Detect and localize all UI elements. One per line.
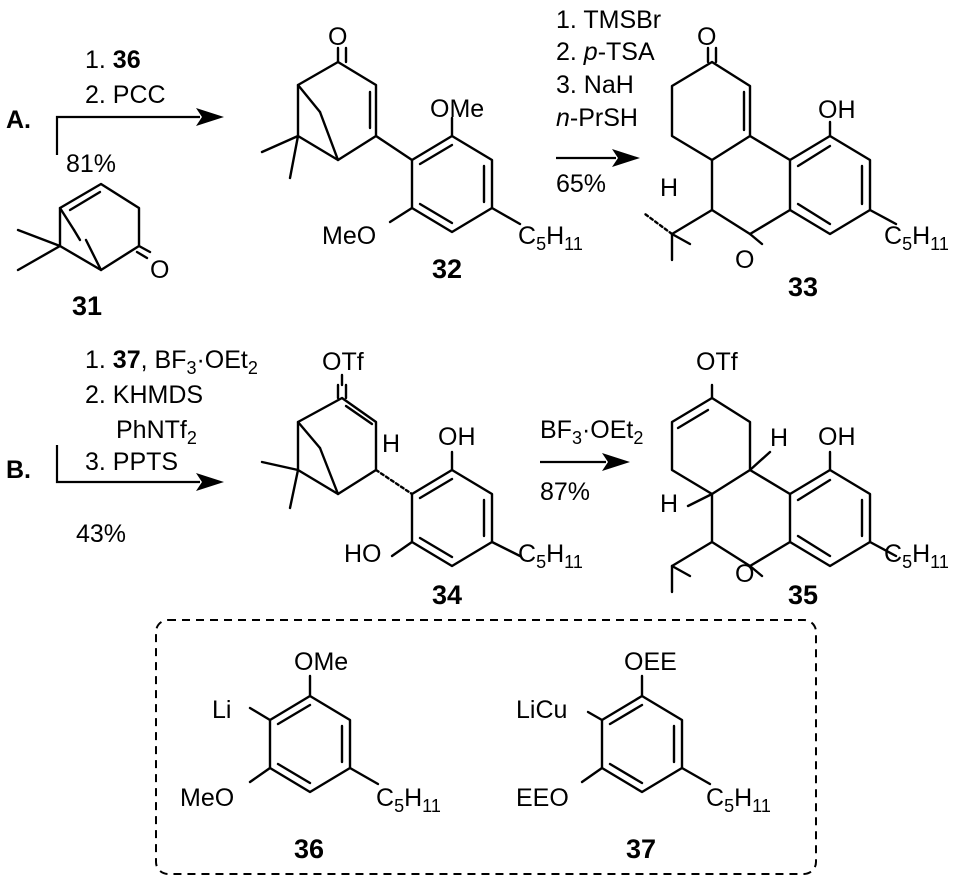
step-a1-line2: 2. PCC xyxy=(85,81,166,109)
step-a2-line2: 2. p-TSA xyxy=(556,38,655,66)
step-b1-line4: 3. PPTS xyxy=(85,448,178,476)
atom-ome-32: OMe xyxy=(430,95,484,123)
step-b1-line2: 2. KHMDS xyxy=(85,381,203,409)
atom-h-35-bottom: H xyxy=(660,490,678,518)
atom-eeo-37: EEO xyxy=(516,784,569,812)
section-label-a: A. xyxy=(6,106,31,134)
atom-oh-35: OH xyxy=(818,423,856,451)
compound-34-structure: OTf H OH HO C5H11 xyxy=(260,348,583,572)
compound-label-36: 36 xyxy=(294,834,324,864)
step-a1-line1: 1. 36 xyxy=(85,46,141,74)
atom-meo-36: MeO xyxy=(180,784,234,812)
compound-label-37: 37 xyxy=(626,834,656,864)
step-a2-yield: 65% xyxy=(556,170,606,198)
step-a2-line3: 3. NaH xyxy=(556,71,634,99)
step-b2-line1: BF3·OEt2 xyxy=(540,416,643,448)
compound-37-structure: OEE LiCu EEO C5H11 xyxy=(516,648,771,816)
compound-label-33: 33 xyxy=(788,272,818,302)
compound-label-34: 34 xyxy=(432,580,462,610)
step-b1-arrow xyxy=(55,445,224,491)
compound-31-structure: O xyxy=(16,182,169,284)
compound-label-35: 35 xyxy=(788,580,818,610)
reagent-box xyxy=(155,619,817,875)
compound-33-structure: O OH C5H11 O H xyxy=(643,23,949,274)
atom-c5h11-37: C5H11 xyxy=(706,784,771,816)
step-a2-line4: n-PrSH xyxy=(556,104,638,132)
step-a2-arrow xyxy=(556,149,640,167)
atom-o-33: O xyxy=(697,23,716,51)
atom-h-33: H xyxy=(660,174,678,202)
atom-c5h11-32: C5H11 xyxy=(518,222,583,254)
step-a2-line1: 1. TMSBr xyxy=(556,6,661,34)
atom-oh-34: OH xyxy=(438,423,476,451)
atom-o-32: O xyxy=(328,23,347,51)
step-a1-conditions: 1. 36 2. PCC 81% xyxy=(66,46,166,178)
atom-c5h11-36: C5H11 xyxy=(376,784,441,816)
atom-li-36: Li xyxy=(212,696,231,724)
atom-oee-37: OEE xyxy=(624,648,677,676)
atom-o-31: O xyxy=(150,256,169,284)
atom-h-35-top: H xyxy=(770,424,788,452)
step-b2-arrow xyxy=(540,453,630,471)
atom-o-ring-33: O xyxy=(735,246,754,274)
compound-36-structure: OMe Li MeO C5H11 xyxy=(180,648,441,816)
section-label-b: B. xyxy=(6,456,31,484)
atom-c5h11-34: C5H11 xyxy=(518,540,583,572)
compound-32-structure: O OMe MeO C5H11 xyxy=(260,23,583,254)
atom-c5h11-33: C5H11 xyxy=(884,222,949,254)
atom-ho-34: HO xyxy=(344,540,382,568)
atom-ome-36: OMe xyxy=(294,648,348,676)
step-a1-yield: 81% xyxy=(66,150,116,178)
compound-35-structure: OTf H OH C5H11 O H xyxy=(660,348,949,594)
compound-label-31: 31 xyxy=(72,291,102,321)
atom-c5h11-35: C5H11 xyxy=(884,540,949,572)
atom-o-ring-35: O xyxy=(735,560,754,588)
atom-h-34: H xyxy=(382,430,400,458)
step-b1-conditions: 1. 37, BF3·OEt2 2. KHMDS PhNTf2 3. PPTS … xyxy=(76,346,258,548)
step-b1-line3: PhNTf2 xyxy=(116,416,197,448)
atom-oh-33: OH xyxy=(818,96,856,124)
atom-licu-37: LiCu xyxy=(516,696,567,724)
step-b1-yield: 43% xyxy=(76,520,126,548)
step-b2-yield: 87% xyxy=(540,478,590,506)
step-b2-conditions: BF3·OEt2 87% xyxy=(540,416,643,506)
atom-otf-34: OTf xyxy=(322,348,364,376)
atom-meo-32: MeO xyxy=(322,222,376,250)
compound-label-32: 32 xyxy=(432,254,462,284)
step-a2-conditions: 1. TMSBr 2. p-TSA 3. NaH n-PrSH 65% xyxy=(556,6,661,198)
step-a1-arrow xyxy=(55,108,224,155)
atom-otf-35: OTf xyxy=(696,348,738,376)
step-b1-line1: 1. 37, BF3·OEt2 xyxy=(85,346,258,378)
